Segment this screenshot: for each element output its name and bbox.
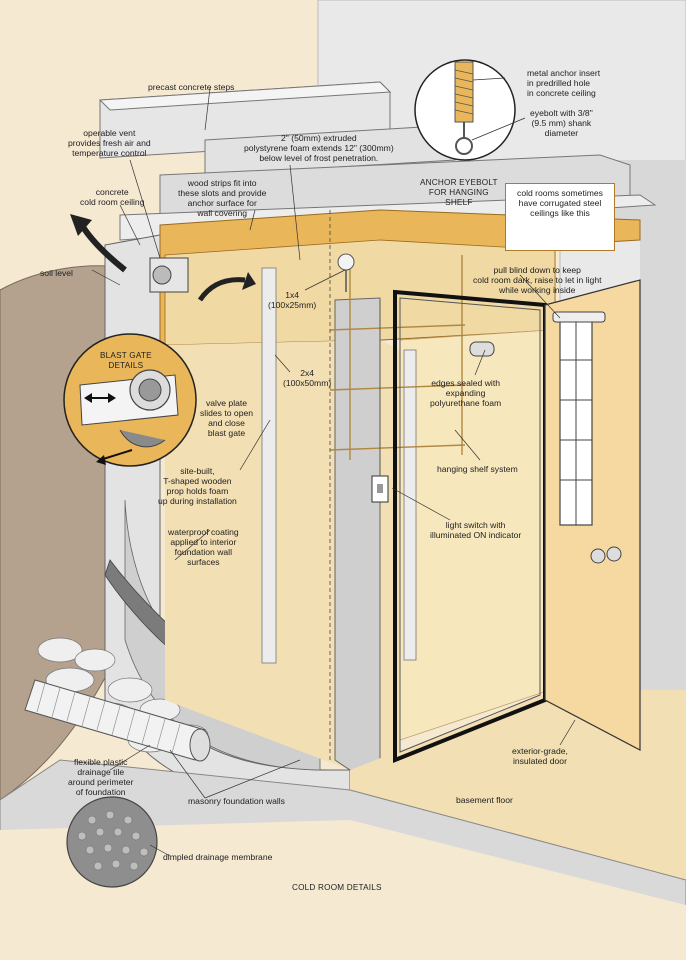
label-2x4: 2x4(100x50mm) <box>283 368 332 388</box>
light-switch <box>371 300 389 503</box>
blast-gate-callout <box>63 333 197 467</box>
hanging-shelf-system <box>329 255 466 460</box>
label-exterior-door: exterior-grade,insulated door <box>512 746 568 766</box>
anchor-eyebolt-callout <box>414 59 526 161</box>
dimpled-membrane-callout <box>66 796 158 888</box>
exterior-door <box>544 279 641 751</box>
operable-vent <box>70 214 256 302</box>
partition-wall <box>334 297 381 771</box>
diagram-title: COLD ROOM DETAILS <box>292 883 382 892</box>
interior-post <box>403 349 417 661</box>
label-basement-floor: basement floor <box>456 795 513 805</box>
precast-concrete-steps <box>98 81 657 241</box>
lower-band <box>0 820 686 960</box>
label-precast-steps: precast concrete steps <box>148 82 235 92</box>
wooden-prop <box>261 267 277 664</box>
right-wall-shade <box>600 160 686 690</box>
ceiling-eyebolt <box>337 253 355 292</box>
blind-roller <box>469 341 495 357</box>
label-soil-level: soil level <box>40 268 73 278</box>
leader-lines <box>91 87 576 857</box>
label-dimpled-membrane: dimpled drainage membrane <box>163 852 273 862</box>
label-1x4: 1x4(100x25mm) <box>268 290 317 310</box>
drainage-tile-pipe <box>24 679 211 762</box>
label-masonry-walls: masonry foundation walls <box>188 796 285 806</box>
label-hanging-shelf: hanging shelf system <box>437 464 518 474</box>
